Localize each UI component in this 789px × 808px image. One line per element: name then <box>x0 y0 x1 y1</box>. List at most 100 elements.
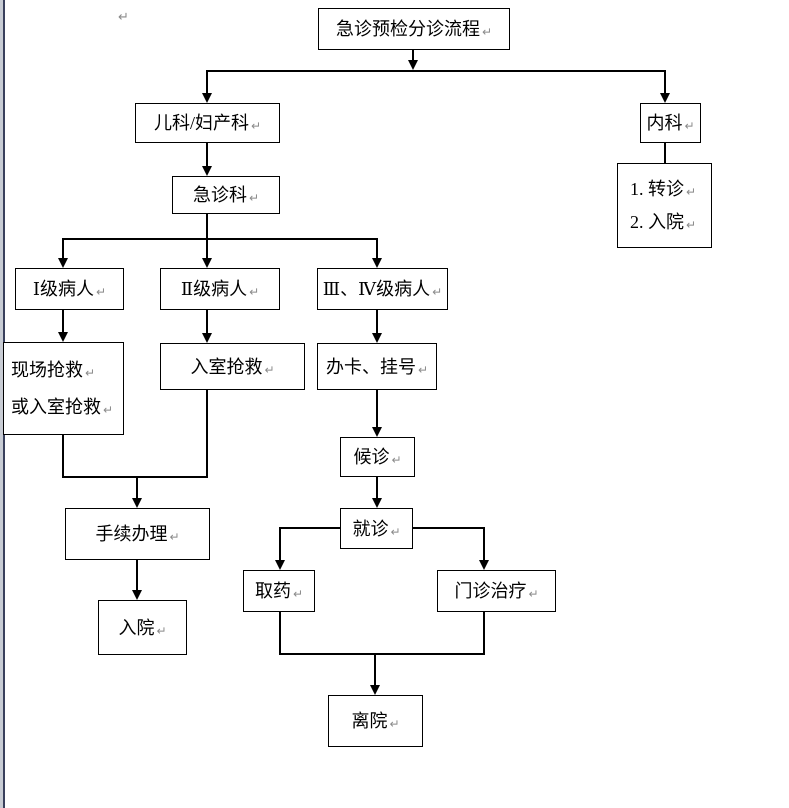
paragraph-mark: ↵ <box>432 285 443 299</box>
connector-arrowhead <box>132 498 142 508</box>
connector-arrowhead <box>408 60 418 70</box>
paragraph-mark: ↵ <box>684 119 695 133</box>
node-title[interactable]: 急诊预检分诊流程↵ <box>318 8 510 50</box>
paragraph-mark: ↵ <box>390 524 401 539</box>
node-outpatient-treatment-label: 门诊治疗 <box>454 581 527 601</box>
connector-line <box>664 143 666 163</box>
connector-line <box>374 653 376 686</box>
paragraph-mark: ↵ <box>248 191 260 205</box>
paragraph-mark: ↵ <box>103 402 114 417</box>
connector-arrowhead <box>202 333 212 343</box>
connector-line <box>412 50 414 62</box>
connector-line <box>63 238 378 240</box>
node-admission-label: 入院 <box>118 617 155 638</box>
paragraph-mark: ↵ <box>156 623 167 638</box>
connector-line <box>279 612 281 654</box>
connector-line <box>206 214 208 238</box>
paragraph-mark: ↵ <box>264 362 275 377</box>
connector-arrowhead <box>370 685 380 695</box>
node-level34-patients[interactable]: Ⅲ、Ⅳ级病人↵ <box>317 268 448 310</box>
connector-arrowhead <box>372 427 382 437</box>
paragraph-mark: ↵ <box>96 285 107 299</box>
connector-line <box>206 143 208 167</box>
node-pediatrics-obstetrics[interactable]: 儿科/妇产科↵ <box>135 103 280 143</box>
connector-line <box>376 310 378 334</box>
paragraph-mark: ↵ <box>528 587 539 601</box>
connector-arrowhead <box>275 560 285 570</box>
internal-option-1: 1. 转诊 <box>630 178 684 199</box>
onsite-rescue-line2: 或入室抢救 <box>11 396 101 417</box>
connector-arrowhead <box>202 166 212 176</box>
node-card-register[interactable]: 办卡、挂号↵ <box>317 343 437 390</box>
connector-line <box>207 70 665 72</box>
page-left-edge <box>0 0 3 808</box>
connector-line <box>62 238 64 259</box>
paragraph-mark: ↵ <box>85 366 96 381</box>
node-admission[interactable]: 入院↵ <box>98 600 187 655</box>
connector-line <box>136 476 138 499</box>
node-level1-patients-label: Ⅰ级病人 <box>32 279 95 299</box>
paragraph-mark: ↵ <box>389 717 400 731</box>
node-level2-patients[interactable]: Ⅱ级病人↵ <box>160 268 280 310</box>
paragraph-mark: ↵ <box>249 285 260 299</box>
connector-arrowhead <box>660 93 670 103</box>
node-card-register-label: 办卡、挂号 <box>325 356 416 377</box>
connector-line <box>206 390 208 477</box>
paragraph-mark: ↵ <box>118 10 129 25</box>
node-title-label: 急诊预检分诊流程 <box>335 19 480 39</box>
node-get-medicine-label: 取药 <box>254 581 291 601</box>
node-get-medicine[interactable]: 取药↵ <box>243 570 315 612</box>
connector-line <box>206 70 208 94</box>
connector-arrowhead <box>202 258 212 268</box>
connector-arrowhead <box>202 93 212 103</box>
connector-line <box>62 310 64 333</box>
node-onsite-rescue[interactable]: 现场抢救↵ 或入室抢救↵ <box>3 342 124 435</box>
paragraph-mark: ↵ <box>686 184 697 199</box>
node-consult-label: 就诊 <box>352 518 389 539</box>
node-procedure-handling-label: 手续办理 <box>95 524 168 544</box>
connector-arrowhead <box>372 333 382 343</box>
node-outpatient-treatment[interactable]: 门诊治疗↵ <box>437 570 556 612</box>
connector-arrowhead <box>372 498 382 508</box>
node-emergency-dept[interactable]: 急诊科↵ <box>172 176 280 214</box>
connector-arrowhead <box>58 258 68 268</box>
node-level1-patients[interactable]: Ⅰ级病人↵ <box>15 268 124 310</box>
node-waiting[interactable]: 候诊↵ <box>340 437 415 477</box>
node-level34-patients-label: Ⅲ、Ⅳ级病人 <box>322 279 431 299</box>
paragraph-mark: ↵ <box>250 119 262 133</box>
connector-line <box>206 310 208 334</box>
connector-arrowhead <box>479 560 489 570</box>
connector-line <box>279 527 340 529</box>
internal-option-2: 2. 入院 <box>630 212 684 233</box>
onsite-rescue-line1: 现场抢救 <box>11 360 83 381</box>
connector-line <box>376 390 378 428</box>
node-leave-hospital[interactable]: 离院↵ <box>328 695 423 747</box>
node-room-rescue-label: 入室抢救 <box>190 356 263 377</box>
connector-line <box>413 527 484 529</box>
connector-line <box>483 527 485 561</box>
node-internal-medicine[interactable]: 内科↵ <box>640 103 701 143</box>
node-procedure-handling[interactable]: 手续办理↵ <box>65 508 210 560</box>
connector-line <box>483 612 485 654</box>
paragraph-mark: ↵ <box>292 587 304 601</box>
connector-line <box>136 560 138 591</box>
connector-line <box>206 238 208 259</box>
connector-line <box>376 238 378 259</box>
connector-arrowhead <box>372 258 382 268</box>
node-internal-medicine-label: 内科 <box>646 113 683 133</box>
node-room-rescue[interactable]: 入室抢救↵ <box>160 343 305 390</box>
paragraph-mark: ↵ <box>391 453 402 467</box>
node-internal-medicine-options[interactable]: 1. 转诊↵ 2. 入院↵ <box>617 163 712 248</box>
node-level2-patients-label: Ⅱ级病人 <box>180 279 248 299</box>
paragraph-mark: ↵ <box>169 530 180 544</box>
paragraph-mark: ↵ <box>481 25 493 39</box>
connector-line <box>62 476 208 478</box>
node-consult[interactable]: 就诊↵ <box>340 508 413 549</box>
node-waiting-label: 候诊 <box>353 447 390 467</box>
paragraph-mark: ↵ <box>417 362 429 377</box>
connector-line <box>279 527 281 561</box>
node-pediatrics-obstetrics-label: 儿科/妇产科 <box>153 113 249 133</box>
connector-arrowhead <box>58 332 68 342</box>
connector-arrowhead <box>132 590 142 600</box>
